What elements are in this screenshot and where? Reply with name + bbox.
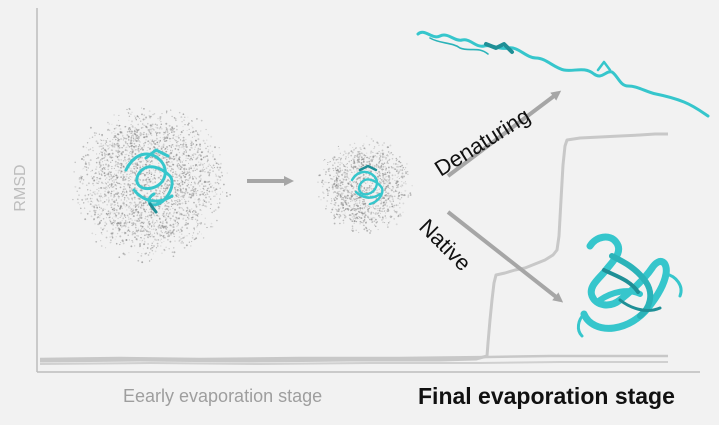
unfolded-protein [416, 30, 710, 118]
denaturing-rmsd-curve [39, 132, 668, 363]
small-droplet [317, 135, 413, 234]
protein-in-small-droplet [350, 164, 384, 206]
native-arrow [446, 210, 564, 303]
baseline-rmsd-curve [39, 361, 668, 366]
native-rmsd-curve [39, 354, 668, 361]
native-protein [576, 233, 683, 338]
large-droplet [72, 107, 231, 264]
x-axis-label-early: Eearly evaporation stage [123, 386, 323, 406]
y-axis-label: RMSD [12, 164, 29, 212]
denaturing-arrow [446, 90, 562, 178]
x-axis-label-final: Final evaporation stage [418, 383, 675, 409]
protein-in-large-droplet [124, 148, 174, 214]
